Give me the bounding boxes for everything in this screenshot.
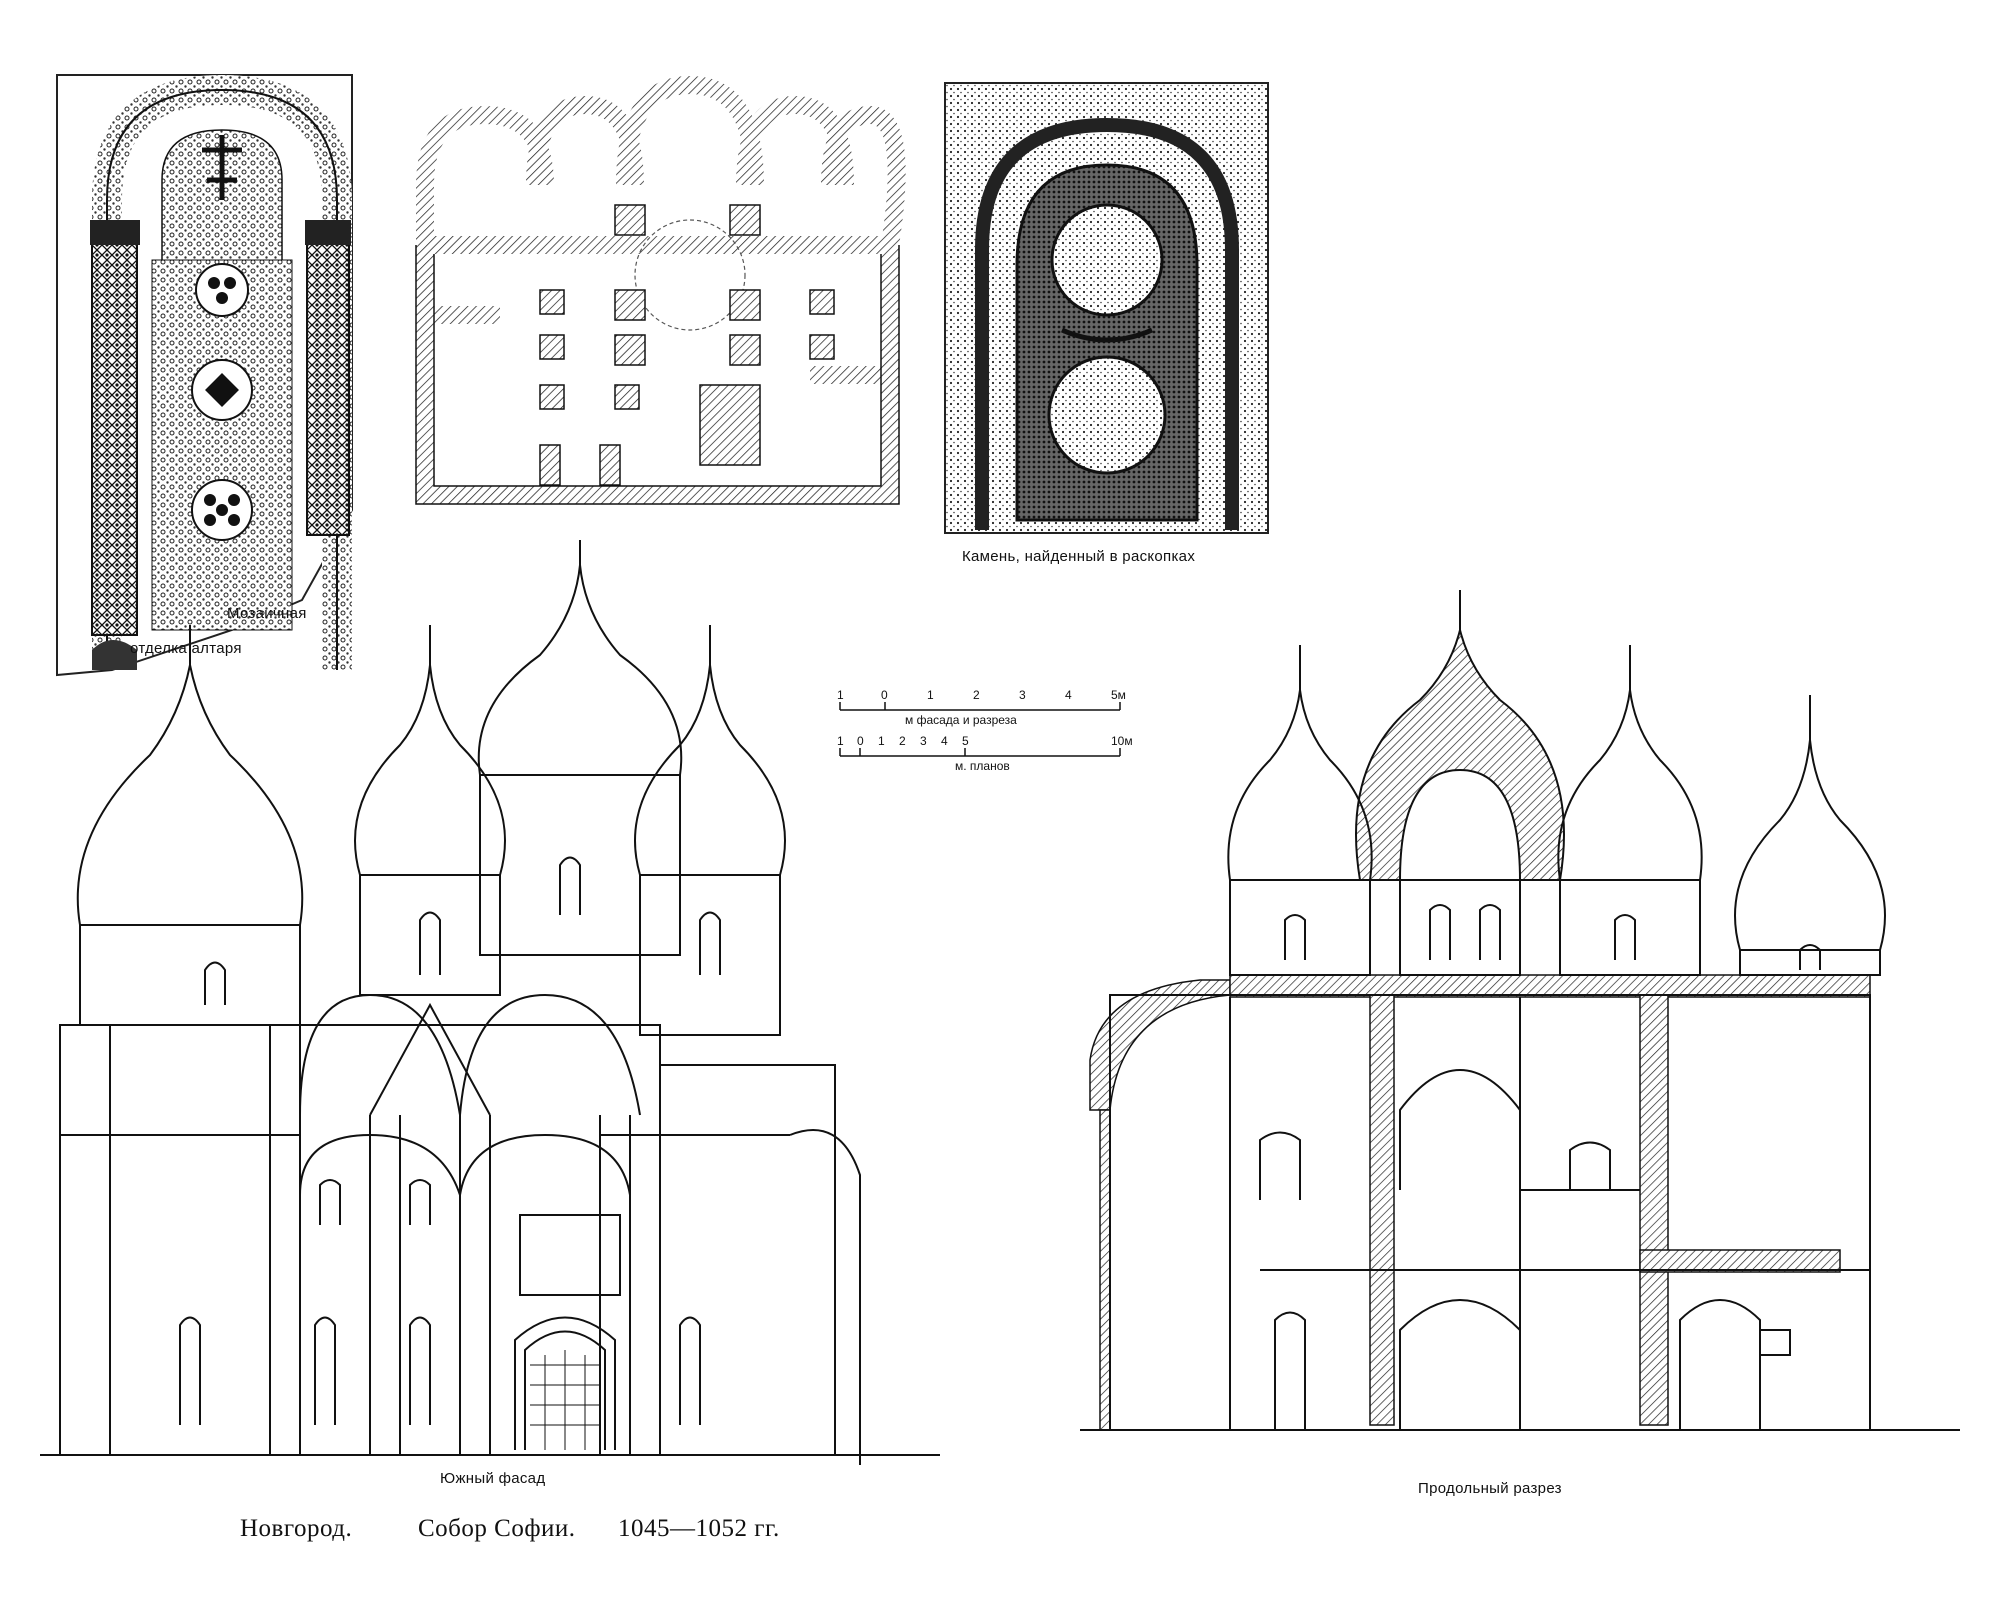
scale-facade-tick-4: 3 — [1019, 688, 1026, 702]
scale-plan-tick-6: 5 — [962, 734, 969, 748]
scale-facade-tick-3: 2 — [973, 688, 980, 702]
scale-plan-tick-7: 10м — [1111, 734, 1133, 748]
scale-facade-tick-2: 1 — [927, 688, 934, 702]
mosaic-altar-drawing — [56, 74, 353, 677]
facade-caption: Южный фасад — [440, 1470, 546, 1487]
longitudinal-section-drawing — [1080, 590, 1960, 1431]
scale-bars-lines — [839, 702, 1121, 757]
scale-plan-tick-4: 3 — [920, 734, 927, 748]
scale-facade-tick-5: 4 — [1065, 688, 1072, 702]
scale-facade-tick-1: 0 — [881, 688, 888, 702]
scale-plan-tick-3: 2 — [899, 734, 906, 748]
excavated-stone — [942, 80, 1272, 535]
plate-title-dates: 1045—1052 гг. — [618, 1515, 780, 1542]
scale-facade-label: м фасада и разреза — [905, 713, 1017, 727]
south-facade-drawing — [40, 540, 940, 1465]
excavated-stone-drawing — [944, 82, 1269, 534]
scale-bars: 1 0 1 2 3 4 5м м фасада и разреза 1 0 1 … — [835, 688, 1165, 798]
scale-facade-tick-6: 5м — [1111, 688, 1126, 702]
stone-caption: Камень, найденный в раскопках — [962, 548, 1196, 565]
mosaic-altar-panel — [52, 70, 362, 680]
longitudinal-section — [1080, 550, 1980, 1465]
section-caption: Продольный разрез — [1418, 1480, 1562, 1497]
mosaic-caption-line1: Мозаичная — [227, 605, 307, 622]
scale-plan-tick-0: 1 — [837, 734, 844, 748]
plate-title-subject: Собор Софии. — [418, 1515, 576, 1542]
scale-plan-tick-2: 1 — [878, 734, 885, 748]
floor-plan-drawing — [415, 75, 906, 505]
scale-plan-tick-1: 0 — [857, 734, 864, 748]
scale-facade-tick-0: 1 — [837, 688, 844, 702]
mosaic-caption-line2: отделка алтаря — [130, 640, 242, 657]
plate-title-city: Новгород. — [240, 1515, 353, 1542]
scale-plan-label: м. планов — [955, 759, 1010, 773]
south-facade — [40, 535, 950, 1465]
floor-plan — [410, 75, 910, 510]
scale-plan-tick-5: 4 — [941, 734, 948, 748]
